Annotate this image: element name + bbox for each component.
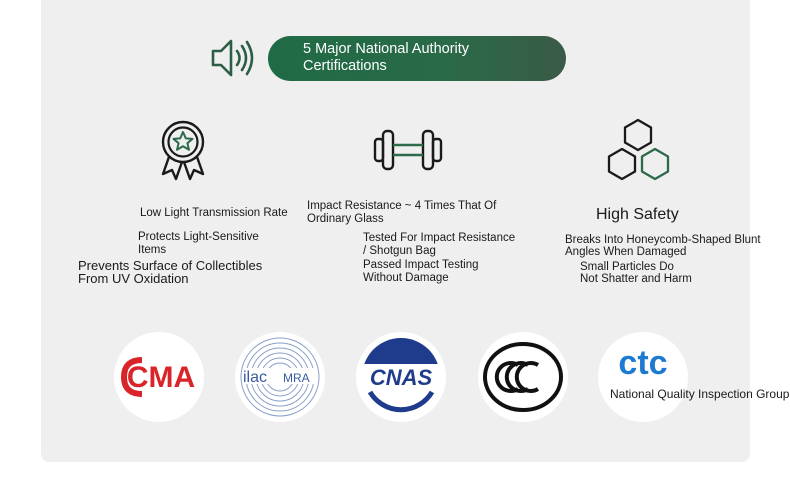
section-title-pill: 5 Major National Authority Certification… — [268, 36, 566, 81]
feature-2-line1a: Tested For Impact Resistance — [363, 232, 516, 244]
feature-3-line2b: Not Shatter and Harm — [580, 273, 692, 285]
ilac-mra-logo: ilac MRA — [235, 332, 325, 422]
ctc-logo: ctc — [598, 332, 688, 422]
section-title-line1: 5 Major National Authority — [303, 41, 470, 57]
ctc-logo-text: ctc — [618, 344, 667, 382]
feature-1-title: Low Light Transmission Rate — [140, 207, 288, 219]
cnas-logo: CNAS — [356, 332, 446, 422]
ccc-logo — [478, 332, 568, 422]
feature-1-line2b: From UV Oxidation — [78, 271, 189, 286]
speaker-icon — [210, 36, 260, 80]
ilac-logo-text: ilac — [243, 369, 267, 386]
feature-3-line1b: Angles When Damaged — [565, 246, 687, 258]
mra-logo-text: MRA — [283, 371, 310, 385]
feature-2-line2a: Passed Impact Testing — [363, 259, 479, 271]
feature-2-line2b: Without Damage — [363, 272, 449, 284]
feature-3-line1a: Breaks Into Honeycomb-Shaped Blunt — [565, 234, 761, 246]
ctc-caption: National Quality Inspection Group — [610, 387, 790, 401]
cma-logo: CMA — [114, 332, 204, 422]
cma-logo-text: CMA — [127, 361, 195, 394]
cnas-logo-text: CNAS — [370, 365, 433, 390]
feature-1-line2a: Prevents Surface of Collectibles — [78, 258, 263, 273]
feature-2-title-b: Ordinary Glass — [307, 213, 384, 225]
feature-3-line2a: Small Particles Do — [580, 261, 674, 273]
award-ribbon-icon — [155, 118, 211, 182]
feature-2-title-a: Impact Resistance ~ 4 Times That Of — [307, 200, 497, 212]
dumbbell-icon — [372, 127, 444, 173]
section-title-line2: Certifications — [303, 58, 387, 74]
feature-2-line1b: / Shotgun Bag — [363, 245, 436, 257]
honeycomb-icon — [604, 118, 674, 184]
feature-1-line1a: Protects Light-Sensitive — [138, 231, 259, 243]
feature-3-title: High Safety — [596, 206, 679, 223]
feature-1-line1b: Items — [138, 244, 167, 256]
